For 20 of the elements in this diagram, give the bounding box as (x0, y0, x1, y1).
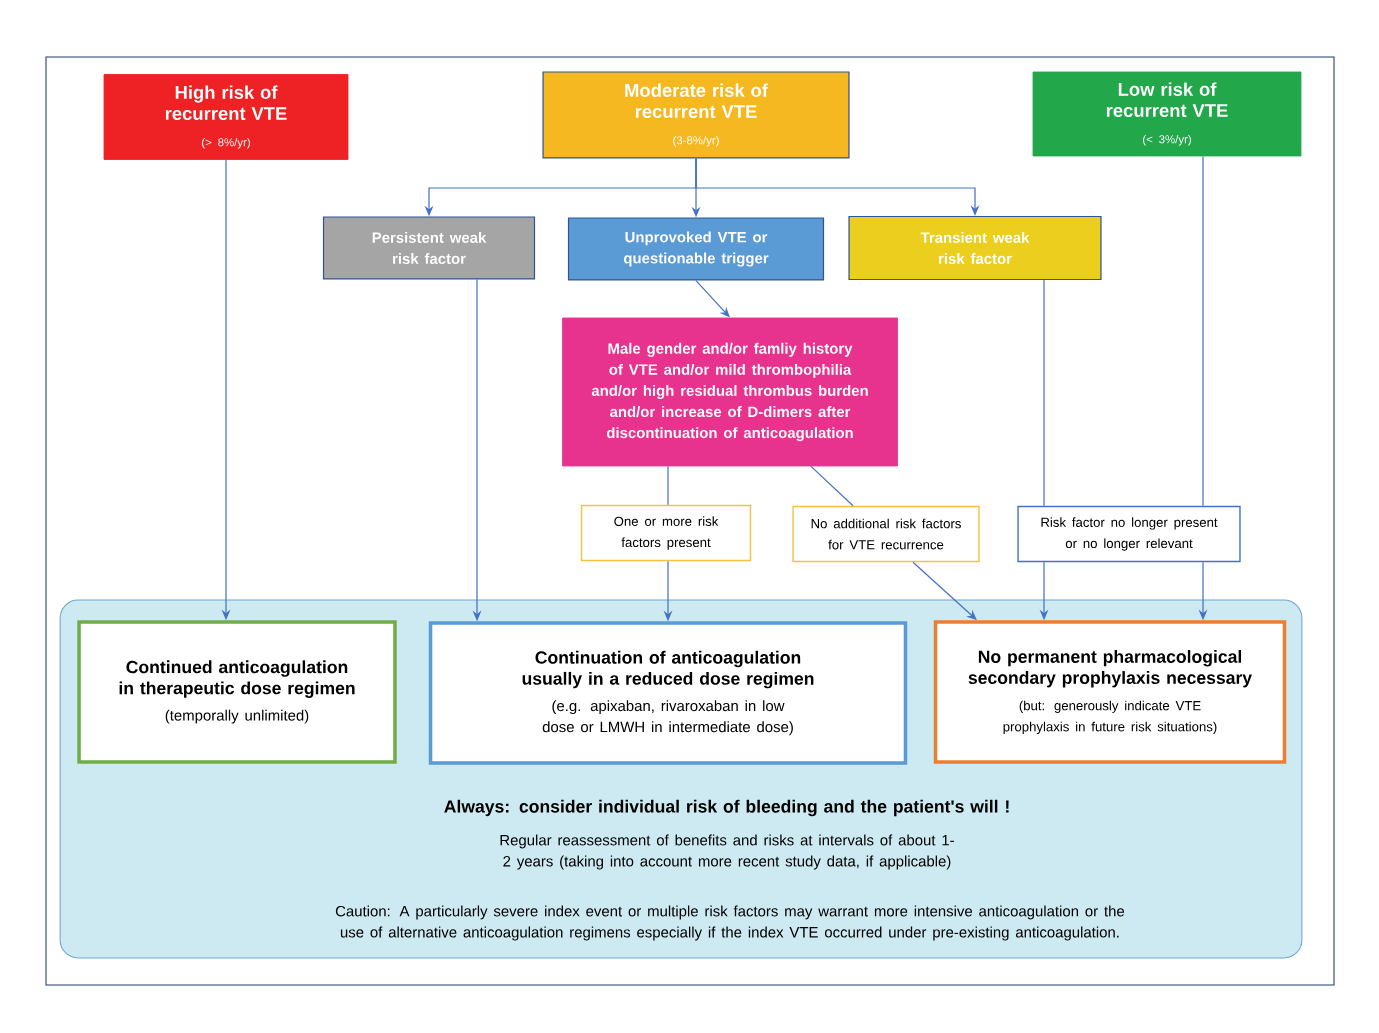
connector-line (1202, 155, 1204, 507)
condition-box: No additional risk factors for VTE recurrence (792, 505, 980, 563)
connector-line (667, 465, 669, 506)
criteria-box: Male gender and/or famliy history of VTE and/or mild thrombophilia and/or high residual thrombus burden and/or increase of D-dimers after discontinuation of anticoagulation (562, 317, 898, 467)
note-text: Regular reassessment of benefits and risks at intervals of about 1-2 years (taking into account more recent study data, if applicable) (500, 834, 954, 870)
warning-heading: Always: consider individual risk of bleeding and the patient's will ! (444, 799, 1009, 817)
risk-box: High risk of recurrent VTE (> 8%/yr) (103, 74, 349, 160)
recommendation-box: No permanent pharmacological secondary prophylaxis necessary (but: generously indicate VTE prophylaxis in future risk situations) (933, 620, 1287, 764)
recommendation-box: Continued anticoagulation in therapeutic dose regimen (temporally unlimited) (77, 620, 397, 764)
category-box: Unprovoked VTE or questionable trigger (567, 217, 825, 281)
risk-box: Moderate risk of recurrent VTE (3-8%/yr) (542, 71, 850, 159)
condition-box: Risk factor no longer present or no longer relevant (1017, 505, 1241, 563)
risk-box: Low risk of recurrent VTE (< 3%/yr) (1032, 71, 1302, 157)
category-box: Persistent weak risk factor (322, 216, 536, 280)
condition-box: One or more risk factors present (580, 504, 752, 562)
recommendation-box: Continuation of anticoagulation usually in a reduced dose regimen (e.g. apixaban, rivaroxaban in low dose or LMWH in intermediate dose) (428, 621, 908, 765)
category-box: Transient weak risk factor (848, 215, 1102, 281)
connector-line (1043, 279, 1045, 507)
caution-text: Caution: A particularly severe index event or multiple risk factors may warrant more intensive anticoagulation or the use of alternative anticoagulation regimens especially if the index VTE occurred under pre-existing anticoagulation. (335, 905, 1125, 941)
connector-line (810, 465, 854, 507)
